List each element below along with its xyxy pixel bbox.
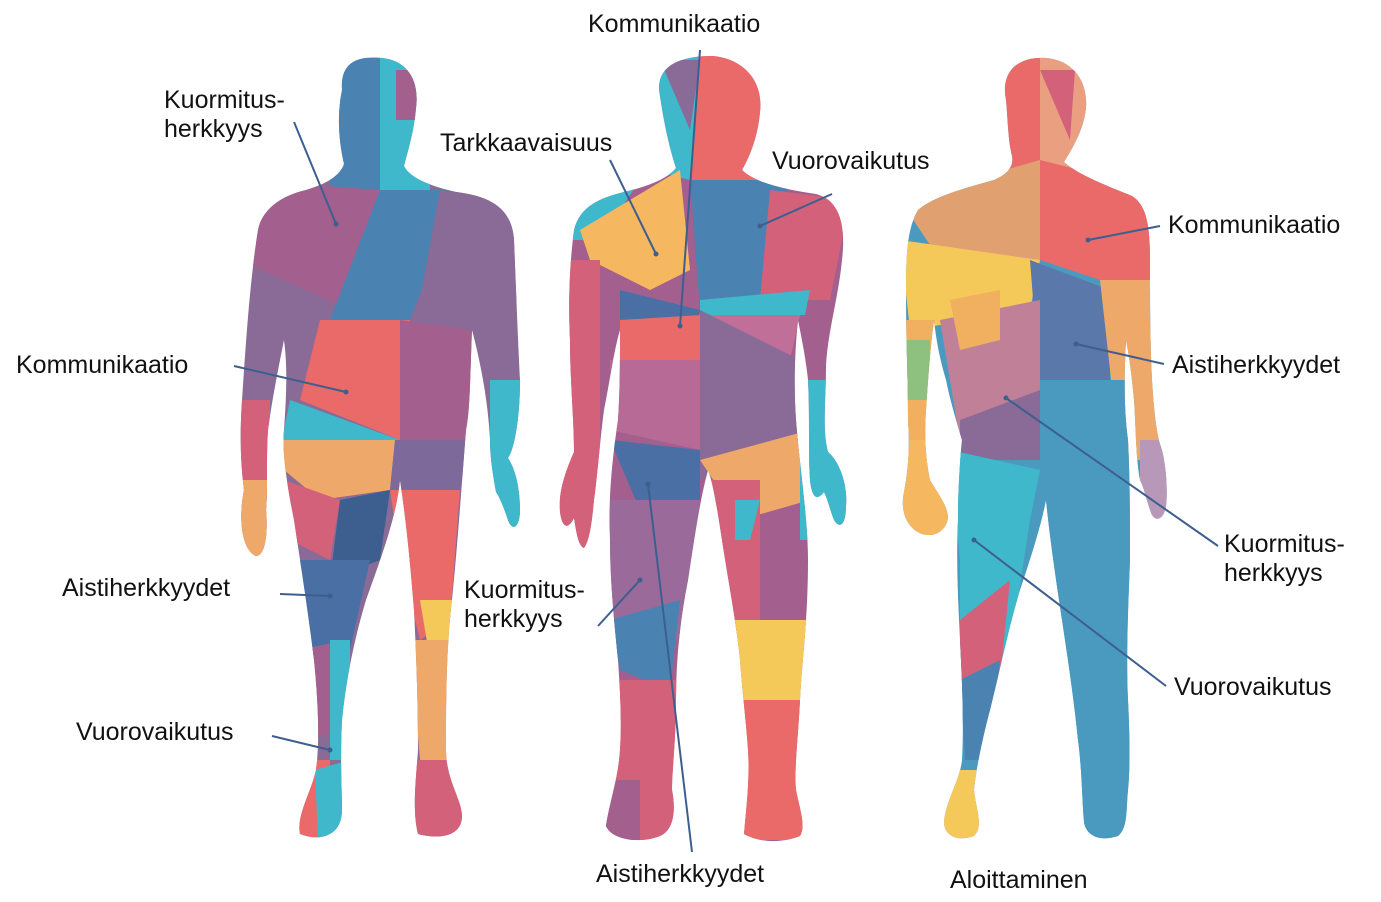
- label-line-2: herkkyys: [1224, 559, 1345, 588]
- label-line-1: Kuormitus-: [164, 86, 285, 115]
- label-front-vuorovaikutus: Vuorovaikutus: [76, 718, 234, 747]
- label-front-aistiherkkyydet: Aistiherkkyydet: [62, 574, 230, 603]
- label-line-1: Kuormitus-: [1224, 530, 1345, 559]
- label-side-kuormitusherkkyys: Kuormitus- herkkyys: [1224, 530, 1345, 588]
- label-front-kommunikaatio: Kommunikaatio: [16, 351, 188, 380]
- label-side-kommunikaatio: Kommunikaatio: [1168, 211, 1340, 240]
- label-back-vuorovaikutus: Vuorovaikutus: [772, 147, 930, 176]
- figure-side: [890, 50, 1180, 850]
- label-line-1: Kuormitus-: [464, 576, 585, 605]
- label-line-2: herkkyys: [464, 605, 585, 634]
- label-front-kuormitusherkkyys: Kuormitus- herkkyys: [164, 86, 285, 144]
- label-back-kommunikaatio: Kommunikaatio: [588, 10, 760, 39]
- label-back-kuormitusherkkyys: Kuormitus- herkkyys: [464, 576, 585, 634]
- label-line-2: herkkyys: [164, 115, 285, 144]
- label-back-aistiherkkyydet: Aistiherkkyydet: [596, 860, 764, 889]
- figure-front: [230, 50, 530, 850]
- label-back-tarkkaavaisuus: Tarkkaavaisuus: [440, 129, 612, 158]
- label-side-aistiherkkyydet: Aistiherkkyydet: [1172, 351, 1340, 380]
- label-side-vuorovaikutus: Vuorovaikutus: [1174, 673, 1332, 702]
- label-side-aloittaminen: Aloittaminen: [950, 866, 1088, 895]
